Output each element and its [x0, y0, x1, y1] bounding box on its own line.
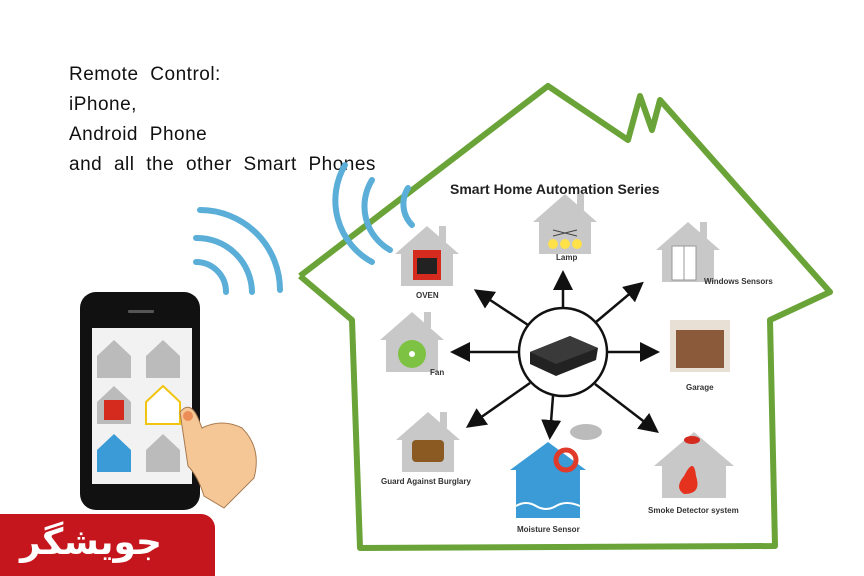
brand-logo-text: جویشگر [20, 522, 162, 563]
device-label: Moisture Sensor [517, 525, 580, 534]
device-guard-burglary: Guard Against Burglary [381, 412, 471, 486]
diagram-title: Smart Home Automation Series [450, 181, 660, 197]
hub-controller [517, 306, 609, 398]
device-label: Garage [686, 383, 714, 392]
device-fan: Fan [380, 312, 444, 377]
device-label: Smoke Detector system [648, 506, 739, 515]
caption-line: Android Phone [69, 124, 208, 145]
caption-line: iPhone, [69, 94, 137, 115]
device-oven: OVEN [395, 226, 459, 300]
device-lamp: Lamp [533, 194, 597, 262]
device-label: Guard Against Burglary [381, 477, 471, 486]
finger-hand-icon [179, 406, 257, 509]
device-garage: Garage [670, 320, 730, 392]
connection-arrows [450, 270, 660, 440]
caption-line: Remote Control: [69, 64, 221, 85]
wifi-signal-icon [193, 162, 415, 295]
device-label: Lamp [556, 253, 577, 262]
device-label: Fan [430, 368, 444, 377]
device-windows-sensors: Windows Sensors [656, 222, 773, 286]
smartphone [80, 292, 257, 510]
phone-app-icons [97, 340, 181, 472]
device-moisture-sensor: Moisture Sensor [510, 424, 602, 534]
device-label: OVEN [416, 291, 439, 300]
house-outline [298, 83, 833, 551]
device-label: Windows Sensors [704, 277, 773, 286]
caption-line: and all the other Smart Phones [69, 154, 376, 175]
remote-control-caption: Remote Control: iPhone, Android Phone an… [69, 60, 376, 180]
brand-logo: جویشگر [0, 514, 215, 576]
device-smoke-detector: Smoke Detector system [648, 432, 739, 515]
